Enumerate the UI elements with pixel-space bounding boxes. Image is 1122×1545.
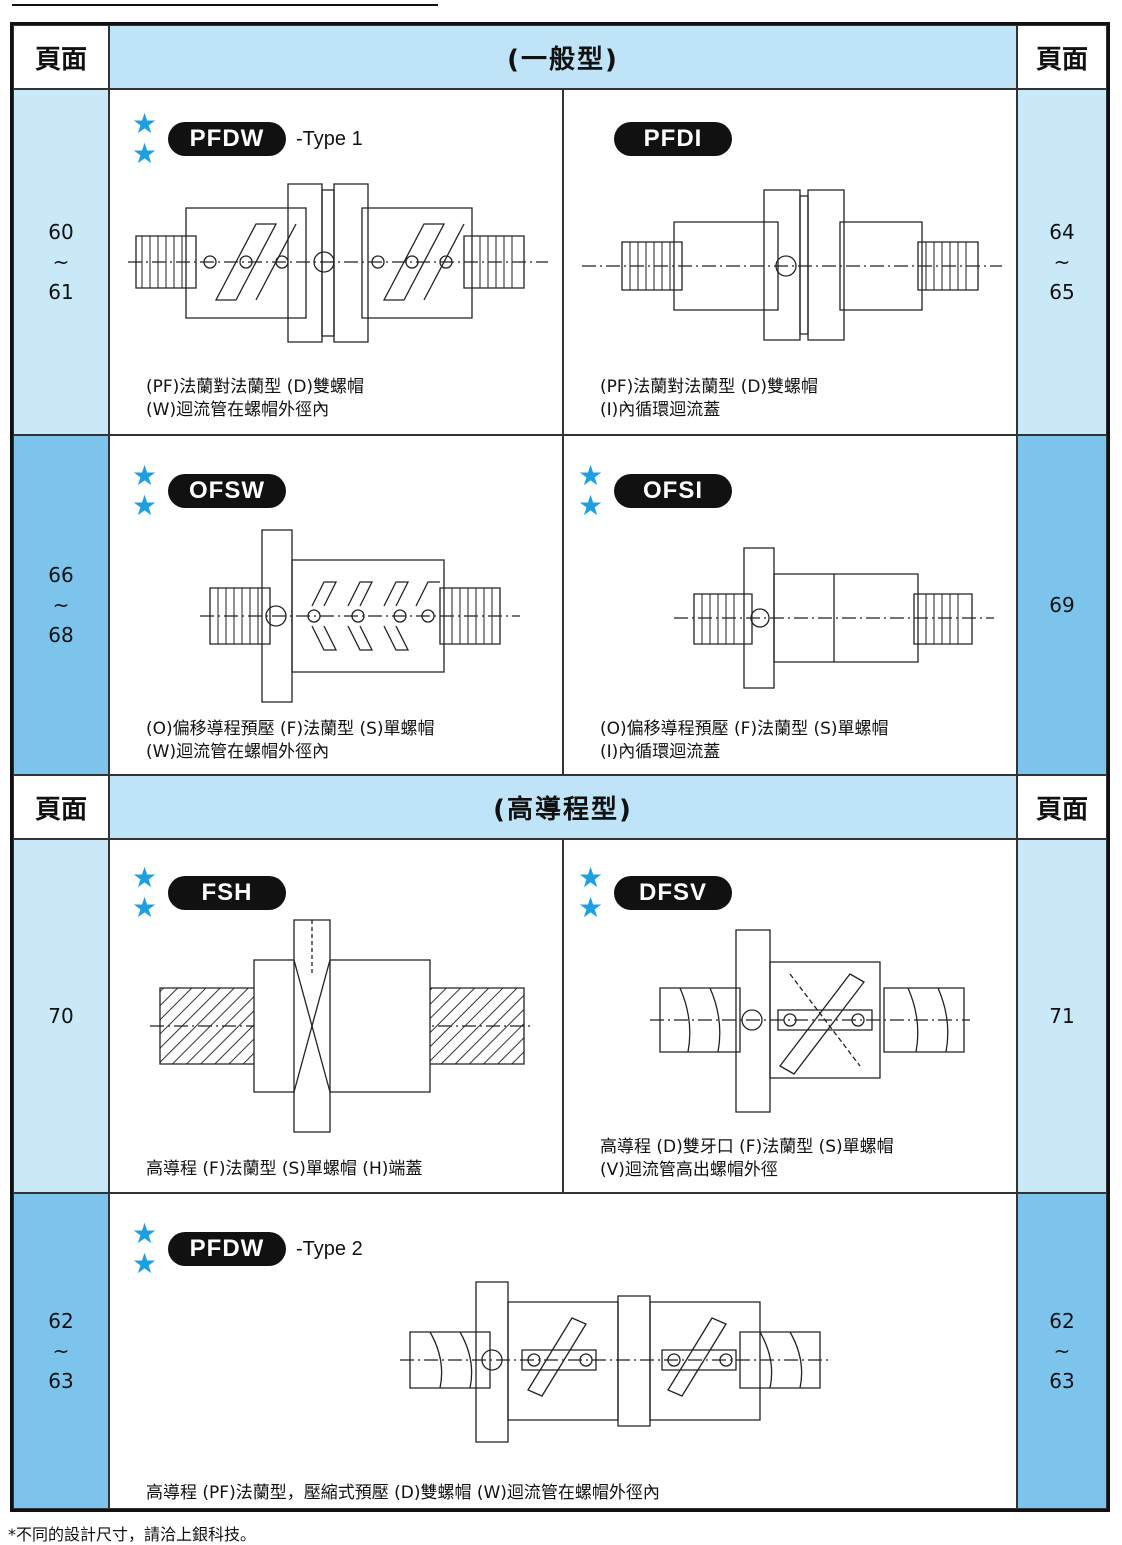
- model-type-suffix: -Type 2: [296, 1238, 363, 1260]
- product-card-dfsv[interactable]: ★ ★ DFSV 高導程 (D)雙牙口 (F)法蘭型 (S)單螺帽 (V)迴流管…: [563, 839, 1017, 1193]
- page-ref-right[interactable]: 64 ~ 65: [1017, 89, 1107, 435]
- model-badge: PFDW: [168, 122, 286, 156]
- page-number: 63: [48, 1369, 74, 1393]
- ballscrew-drawing: [582, 186, 1002, 346]
- model-description: (O)偏移導程預壓 (F)法蘭型 (S)單螺帽 (I)內循環迴流蓋: [600, 719, 889, 762]
- page-number: 61: [48, 280, 74, 304]
- page-ref-right[interactable]: 71: [1017, 839, 1107, 1193]
- ballscrew-drawing: [128, 180, 548, 350]
- page-ref-right[interactable]: 62 ~ 63: [1017, 1193, 1107, 1509]
- header-page-label-left: 頁面: [13, 775, 109, 839]
- product-card-ofsw[interactable]: ★ ★ OFSW: [109, 435, 563, 775]
- star-icon: ★: [132, 1217, 158, 1250]
- page-ref-right[interactable]: 69: [1017, 435, 1107, 775]
- ballscrew-drawing: [650, 926, 970, 1116]
- range-symbol: ~: [52, 250, 70, 274]
- star-icon: ★: [132, 459, 158, 492]
- top-rule: [12, 4, 438, 6]
- range-symbol: ~: [1053, 1339, 1071, 1363]
- page-number: 71: [1049, 1004, 1075, 1028]
- range-symbol: ~: [1053, 250, 1071, 274]
- range-symbol: ~: [52, 593, 70, 617]
- star-icon: ★: [578, 861, 604, 894]
- page-number: 70: [48, 1004, 74, 1028]
- model-description: 高導程 (D)雙牙口 (F)法蘭型 (S)單螺帽 (V)迴流管高出螺帽外徑: [600, 1137, 894, 1180]
- product-card-fsh[interactable]: ★ ★ FSH 高導程 (F)法蘭型 (S)單螺帽 (H)端蓋: [109, 839, 563, 1193]
- page-number: 60: [48, 220, 74, 244]
- page-number: 65: [1049, 280, 1075, 304]
- product-card-pfdw-type1[interactable]: ★ ★ PFDW -Type 1: [109, 89, 563, 435]
- ballscrew-drawing: [150, 916, 530, 1136]
- product-card-pfdw-type2[interactable]: ★ ★ PFDW -Type 2 高: [109, 1193, 1017, 1509]
- catalog-table: 頁面 (一般型) 頁面 60 ~ 61 ★ ★ PFDW -Type 1: [10, 22, 1110, 1512]
- model-badge: OFSW: [168, 474, 286, 508]
- star-icon: ★: [132, 861, 158, 894]
- footer-note: *不同的設計尺寸，請洽上銀科技。: [8, 1525, 257, 1544]
- page-ref-left[interactable]: 62 ~ 63: [13, 1193, 109, 1509]
- page-number: 64: [1049, 220, 1075, 244]
- model-description: (PF)法蘭對法蘭型 (D)雙螺帽 (I)內循環迴流蓋: [600, 377, 819, 420]
- page-ref-left[interactable]: 70: [13, 839, 109, 1193]
- ballscrew-drawing: [674, 544, 994, 694]
- header-page-label-right: 頁面: [1017, 775, 1107, 839]
- page-number: 66: [48, 563, 74, 587]
- star-icon: ★: [132, 107, 158, 140]
- model-badge: DFSV: [614, 876, 732, 910]
- page-number: 62: [1049, 1309, 1075, 1333]
- page-ref-left[interactable]: 60 ~ 61: [13, 89, 109, 435]
- section-title-high-lead: (高導程型): [109, 775, 1017, 839]
- star-icon: ★: [578, 891, 604, 924]
- page-number: 62: [48, 1309, 74, 1333]
- page-number: 69: [1049, 593, 1075, 617]
- model-type-suffix: -Type 1: [296, 128, 363, 150]
- page-ref-left[interactable]: 66 ~ 68: [13, 435, 109, 775]
- page-number: 68: [48, 623, 74, 647]
- ballscrew-drawing: [400, 1278, 830, 1448]
- header-page-label-left: 頁面: [13, 25, 109, 89]
- star-icon: ★: [132, 489, 158, 522]
- model-badge: FSH: [168, 876, 286, 910]
- star-icon: ★: [132, 137, 158, 170]
- star-icon: ★: [578, 489, 604, 522]
- model-description: 高導程 (F)法蘭型 (S)單螺帽 (H)端蓋: [146, 1159, 423, 1179]
- header-page-label-right: 頁面: [1017, 25, 1107, 89]
- model-description: 高導程 (PF)法蘭型，壓縮式預壓 (D)雙螺帽 (W)迴流管在螺帽外徑內: [146, 1483, 660, 1503]
- model-badge: PFDI: [614, 122, 732, 156]
- star-icon: ★: [132, 1247, 158, 1280]
- ballscrew-drawing: [200, 526, 520, 706]
- section-title-general: (一般型): [109, 25, 1017, 89]
- page-number: 63: [1049, 1369, 1075, 1393]
- model-badge: OFSI: [614, 474, 732, 508]
- product-card-pfdi[interactable]: PFDI (PF)法蘭對法蘭型 (D)雙螺帽 (I)內循: [563, 89, 1017, 435]
- model-badge: PFDW: [168, 1232, 286, 1266]
- model-description: (O)偏移導程預壓 (F)法蘭型 (S)單螺帽 (W)迴流管在螺帽外徑內: [146, 719, 435, 762]
- star-icon: ★: [578, 459, 604, 492]
- model-description: (PF)法蘭對法蘭型 (D)雙螺帽 (W)迴流管在螺帽外徑內: [146, 377, 365, 420]
- product-card-ofsi[interactable]: ★ ★ OFSI (O)偏移導程預壓 (F)法蘭型 (S)單螺帽 (I)內循: [563, 435, 1017, 775]
- star-icon: ★: [132, 891, 158, 924]
- range-symbol: ~: [52, 1339, 70, 1363]
